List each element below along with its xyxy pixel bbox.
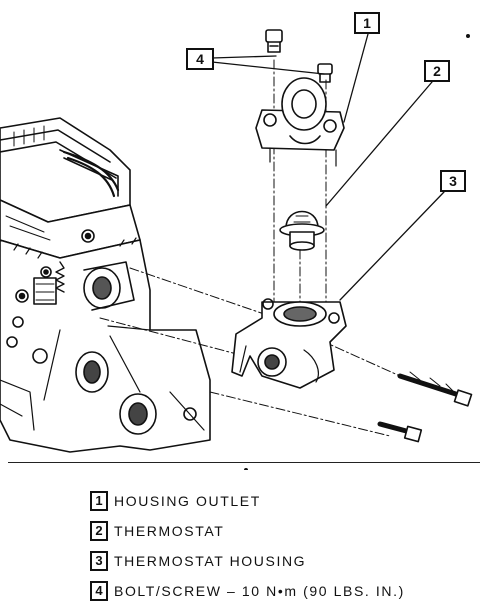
thermostat-part (279, 210, 325, 251)
callout-leaders (211, 33, 445, 301)
legend-label: BOLT/SCREW – 10 N•m (90 LBS. IN.) (114, 583, 405, 599)
parts-legend: 1 HOUSING OUTLET 2 THERMOSTAT 3 THERMOST… (90, 486, 405, 606)
legend-item-housing-outlet: 1 HOUSING OUTLET (90, 486, 405, 516)
legend-number: 3 (90, 551, 108, 571)
legend-label: THERMOSTAT (114, 523, 225, 539)
side-bolts (377, 371, 473, 443)
callout-2: 2 (424, 60, 450, 82)
legend-divider (8, 462, 480, 463)
housing-outlet-part (255, 77, 345, 167)
legend-label: THERMOSTAT HOUSING (114, 553, 307, 569)
legend-item-thermostat-housing: 3 THERMOSTAT HOUSING (90, 546, 405, 576)
legend-number: 2 (90, 521, 108, 541)
legend-label: HOUSING OUTLET (114, 493, 261, 509)
callout-1: 1 (354, 12, 380, 34)
legend-item-thermostat: 2 THERMOSTAT (90, 516, 405, 546)
callout-4: 4 (186, 48, 214, 70)
legend-number: 4 (90, 581, 108, 601)
top-bolts (265, 29, 333, 83)
callout-3: 3 (440, 170, 466, 192)
thermostat-housing-part (231, 298, 347, 389)
legend-number: 1 (90, 491, 108, 511)
engine-block (0, 117, 211, 453)
legend-item-bolt-screw: 4 BOLT/SCREW – 10 N•m (90 LBS. IN.) (90, 576, 405, 606)
thermostat-exploded-diagram (0, 29, 473, 470)
